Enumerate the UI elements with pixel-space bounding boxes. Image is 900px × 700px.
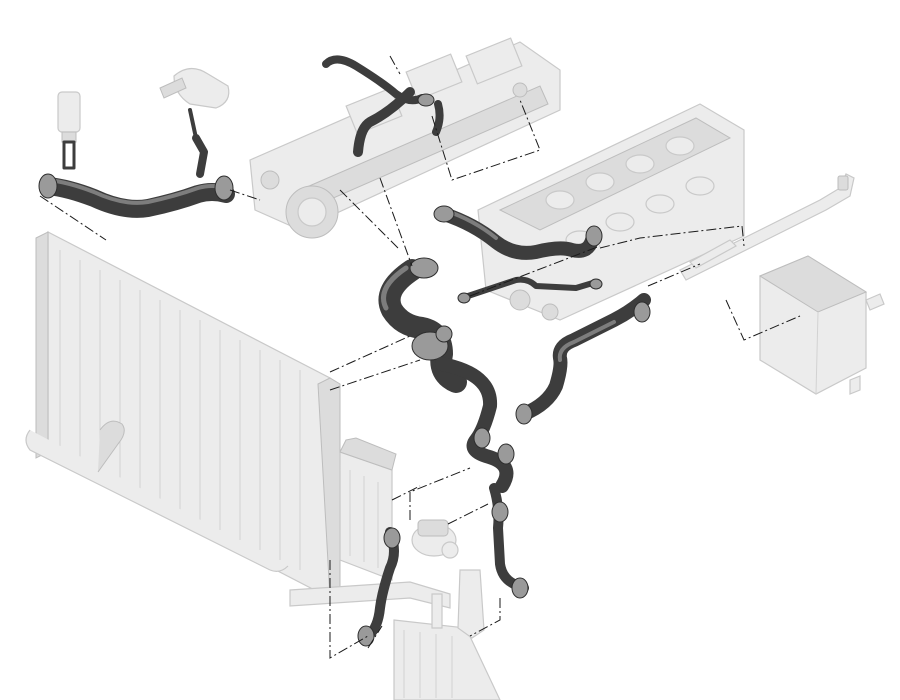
bleed-screw bbox=[57, 91, 81, 170]
radiator-fins bbox=[59, 250, 301, 570]
engine-cylinder-head-front bbox=[477, 103, 745, 321]
heater-core bbox=[393, 569, 501, 700]
pipe-lines bbox=[679, 173, 855, 281]
overflow-hose bbox=[322, 55, 444, 157]
coolant-expansion-tank bbox=[758, 255, 885, 395]
camshaft-lobes bbox=[545, 136, 715, 250]
engine-cylinder-head-rear bbox=[249, 37, 561, 239]
cylinder-head-outlet-hose bbox=[433, 205, 603, 260]
lower-coolant-hose bbox=[435, 357, 515, 493]
auxiliary-water-pump bbox=[411, 519, 459, 559]
return-hose bbox=[515, 293, 651, 425]
radiator bbox=[25, 231, 451, 609]
coolant-cap bbox=[159, 67, 230, 109]
upper-radiator-hose bbox=[38, 108, 235, 218]
heater-hoses bbox=[357, 483, 529, 647]
assembly-leader-lines bbox=[39, 55, 801, 659]
bypass-line bbox=[457, 276, 603, 304]
auxiliary-radiator bbox=[339, 437, 397, 581]
